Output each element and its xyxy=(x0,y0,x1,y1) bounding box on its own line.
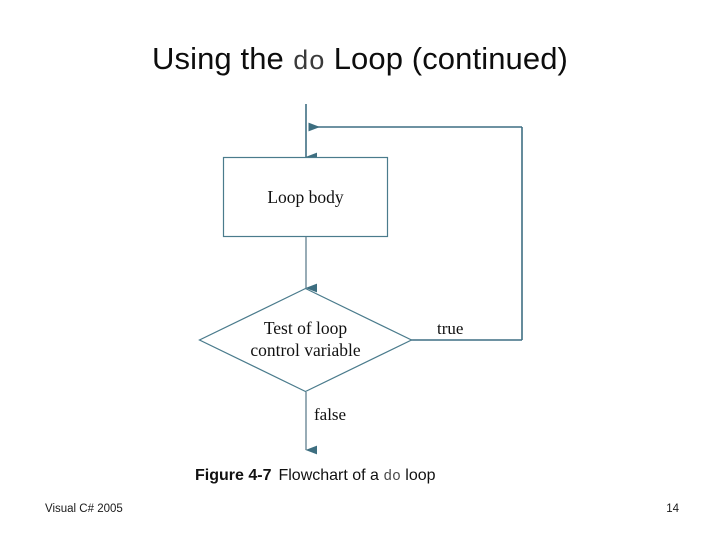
figure-caption-code: do xyxy=(383,469,401,485)
page-title: Using the do Loop (continued) xyxy=(36,40,684,82)
page-title-suffix: Loop (continued) xyxy=(325,41,568,76)
footer-course-label: Visual C# 2005 xyxy=(45,503,123,515)
branch-label-false: false xyxy=(314,405,346,424)
page-title-prefix: Using the xyxy=(152,41,293,76)
process-node-label: Loop body xyxy=(267,187,344,207)
decision-node-label-line1: Test of loop xyxy=(264,318,348,338)
page-title-code: do xyxy=(292,48,325,78)
branch-label-true: true xyxy=(437,319,463,338)
decision-node-test xyxy=(198,287,413,393)
figure-caption: Figure 4-7 Flowchart of a do loop xyxy=(195,466,436,487)
flowchart-svg: Loop body Test of loop control variable … xyxy=(198,104,523,455)
figure-caption-prefix: Flowchart of a xyxy=(278,467,384,484)
footer-page-number: 14 xyxy=(666,503,679,515)
slide-footer: Visual C# 2005 14 xyxy=(0,500,720,540)
decision-node-label-line2: control variable xyxy=(250,340,361,360)
process-node-loop-body xyxy=(222,156,389,238)
figure-caption-label: Figure 4-7 xyxy=(195,467,272,484)
figure-caption-suffix: loop xyxy=(400,467,436,484)
